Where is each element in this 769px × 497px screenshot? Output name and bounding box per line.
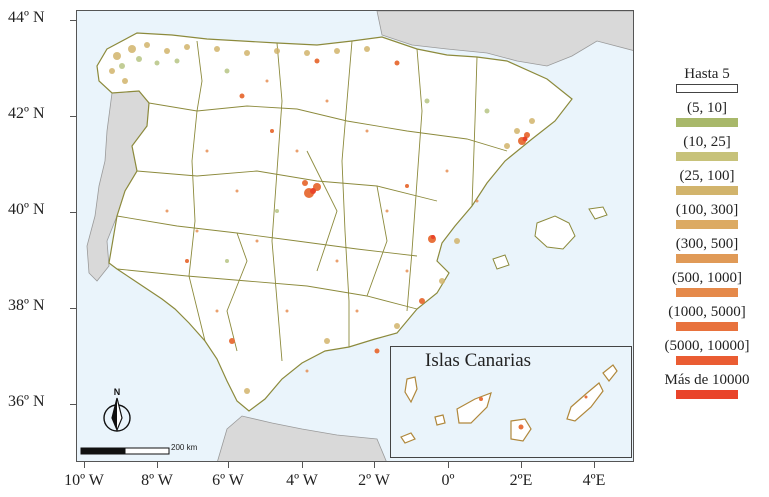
north-label: N bbox=[114, 387, 121, 397]
legend-swatch bbox=[676, 390, 738, 399]
legend-label: Más de 10000 bbox=[664, 372, 750, 388]
legend-item: (1000, 5000] bbox=[652, 304, 762, 338]
legend-label: (500, 1000] bbox=[672, 270, 742, 286]
y-label-42n: 42º N bbox=[8, 105, 45, 122]
x-label-2e: 2ºE bbox=[509, 472, 533, 489]
y-tick bbox=[70, 212, 76, 213]
x-tick bbox=[594, 462, 595, 468]
y-label-36n: 36º N bbox=[8, 393, 45, 410]
x-tick bbox=[521, 462, 522, 468]
x-tick bbox=[374, 462, 375, 468]
scale-label: 200 km bbox=[171, 443, 198, 452]
legend-item: (5000, 10000] bbox=[652, 338, 762, 372]
island-fuerteventura bbox=[566, 382, 604, 422]
x-tick bbox=[302, 462, 303, 468]
scale-bar bbox=[80, 447, 170, 455]
legend-label: (10, 25] bbox=[683, 134, 731, 150]
spain-landmass bbox=[96, 32, 573, 412]
legend-swatch bbox=[676, 118, 738, 127]
island-lanzarote bbox=[602, 364, 618, 382]
x-tick bbox=[84, 462, 85, 468]
canarias-title: Islas Canarias bbox=[425, 350, 532, 371]
y-tick bbox=[70, 308, 76, 309]
x-label-4w: 4º W bbox=[286, 472, 318, 489]
legend-swatch bbox=[676, 152, 738, 161]
y-tick bbox=[70, 116, 76, 117]
x-label-10w: 10º W bbox=[64, 472, 104, 489]
legend-item: (25, 100] bbox=[652, 168, 762, 202]
x-label-4e: 4ºE bbox=[582, 472, 606, 489]
legend-label: (25, 100] bbox=[679, 168, 735, 184]
legend-label: (100, 300] bbox=[675, 202, 739, 218]
legend: Hasta 5 (5, 10] (10, 25] (25, 100] (100, 300… bbox=[652, 66, 762, 406]
legend-item: (500, 1000] bbox=[652, 270, 762, 304]
legend-item: (100, 300] bbox=[652, 202, 762, 236]
island-la-palma bbox=[404, 376, 418, 404]
north-arrow-icon: N bbox=[103, 387, 131, 432]
legend-swatch bbox=[676, 322, 738, 331]
x-tick bbox=[228, 462, 229, 468]
map-svg bbox=[86, 11, 633, 461]
legend-item: (5, 10] bbox=[652, 100, 762, 134]
legend-swatch bbox=[676, 186, 738, 195]
x-label-2w: 2º W bbox=[358, 472, 390, 489]
x-label-0: 0º bbox=[441, 472, 455, 489]
island-la-gomera bbox=[434, 414, 446, 426]
legend-swatch bbox=[676, 356, 738, 365]
legend-label: Hasta 5 bbox=[684, 66, 730, 82]
legend-item: (300, 500] bbox=[652, 236, 762, 270]
legend-label: (1000, 5000] bbox=[668, 304, 746, 320]
legend-item: (10, 25] bbox=[652, 134, 762, 168]
x-tick bbox=[157, 462, 158, 468]
x-label-8w: 8º W bbox=[141, 472, 173, 489]
y-tick bbox=[70, 20, 76, 21]
legend-swatch bbox=[676, 220, 738, 229]
x-tick bbox=[448, 462, 449, 468]
island-gran-canaria bbox=[510, 418, 532, 442]
legend-swatch bbox=[676, 288, 738, 297]
france-landmass bbox=[376, 11, 633, 67]
y-tick bbox=[70, 404, 76, 405]
legend-label: (5000, 10000] bbox=[664, 338, 750, 354]
morocco-landmass bbox=[217, 415, 387, 461]
legend-label: (300, 500] bbox=[675, 236, 739, 252]
province-boundaries bbox=[116, 40, 508, 362]
canarias-svg bbox=[400, 364, 618, 444]
island-tenerife bbox=[456, 392, 492, 424]
y-label-38n: 38º N bbox=[8, 297, 45, 314]
legend-swatch bbox=[676, 84, 738, 93]
legend-item: Más de 10000 bbox=[652, 372, 762, 406]
island-el-hierro bbox=[400, 432, 416, 444]
canarias-inset: Islas Canarias bbox=[390, 346, 632, 458]
legend-item: Hasta 5 bbox=[652, 66, 762, 100]
legend-swatch bbox=[676, 254, 738, 263]
x-label-6w: 6º W bbox=[212, 472, 244, 489]
balearic-islands bbox=[492, 206, 608, 270]
legend-label: (5, 10] bbox=[687, 100, 727, 116]
population-density-dots bbox=[109, 42, 535, 394]
y-label-44n: 44º N bbox=[8, 9, 45, 26]
y-label-40n: 40º N bbox=[8, 201, 45, 218]
